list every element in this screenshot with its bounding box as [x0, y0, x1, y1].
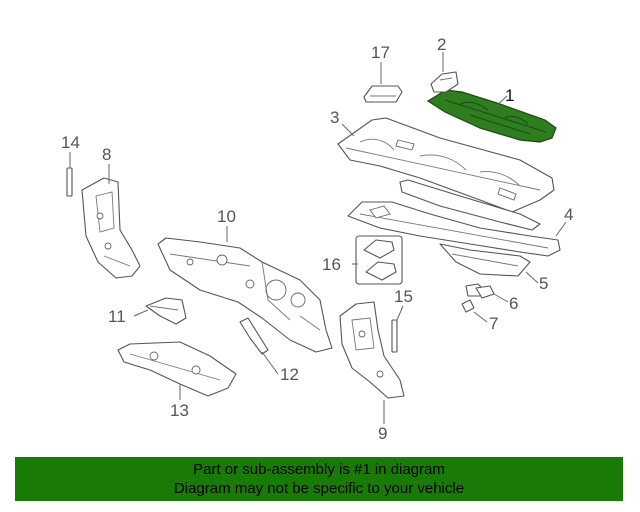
part-10-dash-panel[interactable] [157, 237, 333, 353]
callout-12[interactable]: 12 [280, 365, 299, 384]
part-13-crossmember[interactable] [117, 341, 237, 397]
callout-17[interactable]: 17 [371, 43, 390, 62]
part-4-plenum-panel[interactable] [347, 201, 561, 257]
part-11-bracket[interactable] [145, 297, 187, 325]
callout-13[interactable]: 13 [170, 401, 189, 420]
part-8-side-panel[interactable] [81, 177, 141, 279]
leader-lines [69, 52, 567, 424]
callout-7[interactable]: 7 [489, 314, 498, 333]
callout-11[interactable]: 11 [108, 307, 126, 326]
callout-16[interactable]: 16 [322, 255, 341, 274]
part-12-bent-bracket[interactable] [239, 317, 269, 355]
banner-line-1: Part or sub-assembly is #1 in diagram [193, 461, 445, 478]
part-3-upper-cowl-panel[interactable] [337, 117, 555, 213]
callout-9[interactable]: 9 [378, 424, 387, 443]
callout-1[interactable]: 1 [505, 86, 514, 105]
parts-diagram: 1 2 3 4 5 6 7 8 9 10 11 12 13 14 15 16 1… [61, 35, 573, 443]
callout-4[interactable]: 4 [564, 205, 573, 224]
callout-15[interactable]: 15 [394, 287, 413, 306]
part-17-pad[interactable] [363, 85, 403, 103]
part-cowl-strip [399, 179, 541, 231]
part-7-fastener[interactable] [461, 299, 475, 313]
callout-2[interactable]: 2 [437, 35, 446, 54]
part-6-clip[interactable] [465, 283, 495, 299]
part-15-strip[interactable] [391, 319, 398, 353]
part-16-insert-box[interactable] [355, 235, 403, 285]
part-5-lower-cowl[interactable] [439, 243, 531, 277]
callout-5[interactable]: 5 [539, 274, 548, 293]
callout-8[interactable]: 8 [102, 145, 111, 164]
part-9-pillar[interactable] [339, 301, 405, 399]
parts-diagram-svg: 1 2 3 4 5 6 7 8 9 10 11 12 13 14 15 16 1… [61, 35, 573, 443]
callout-3[interactable]: 3 [330, 108, 339, 127]
callout-labels: 1 2 3 4 5 6 7 8 9 10 11 12 13 14 15 16 1… [61, 35, 573, 443]
banner-line-2: Diagram may not be specific to your vehi… [173, 480, 465, 497]
part-2-bracket[interactable] [430, 71, 459, 93]
callout-14[interactable]: 14 [61, 133, 80, 152]
callout-10[interactable]: 10 [217, 207, 236, 226]
info-banner: Part or sub-assembly is #1 in diagram Di… [15, 457, 623, 501]
callout-6[interactable]: 6 [509, 294, 518, 313]
part-14-strip[interactable] [66, 167, 73, 197]
part-1-cowl-grille[interactable] [426, 89, 557, 143]
